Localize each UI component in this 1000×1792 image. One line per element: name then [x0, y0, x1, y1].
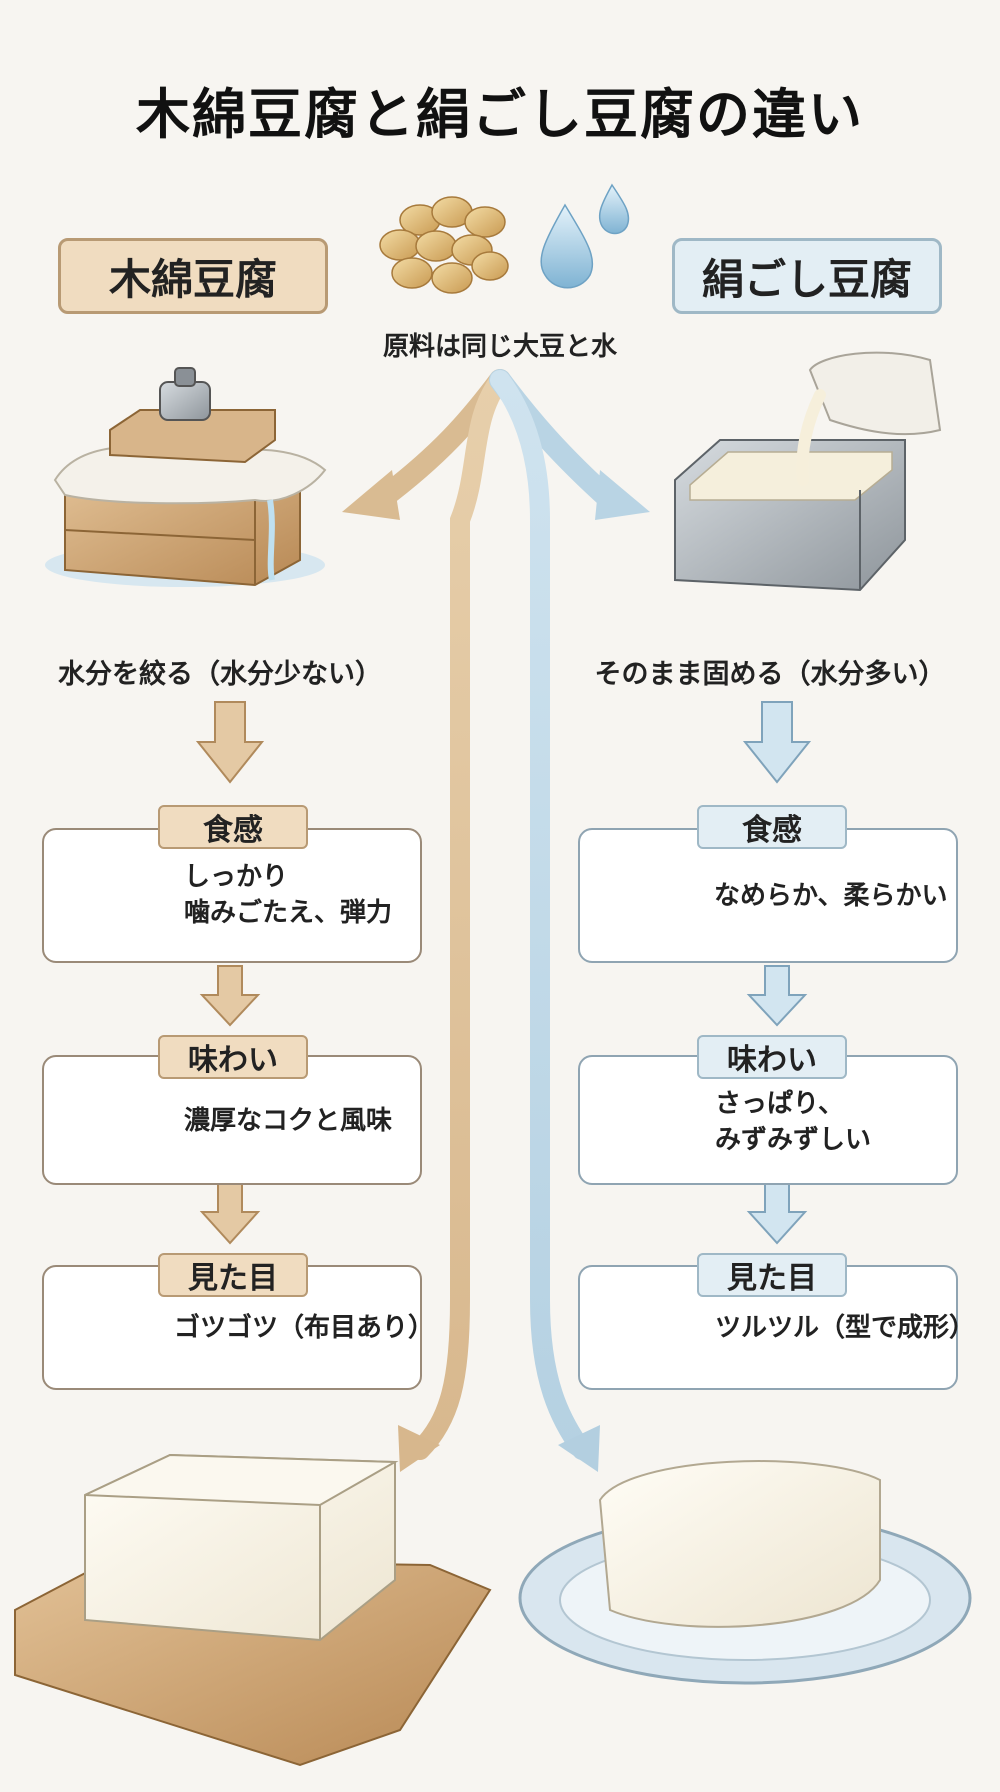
- flow-arrow-right: [489, 369, 650, 1472]
- kinu-flavor-line-1: さっぱり、: [715, 1089, 844, 1119]
- momen-flavor-line-1: 濃厚なコクと風味: [184, 1106, 393, 1136]
- momen-flavor-tag: 味わい: [158, 1035, 308, 1079]
- momen-texture-tag: 食感: [158, 805, 308, 849]
- kinu-tofu-image: [518, 1460, 972, 1685]
- tofu-mold-icon: [674, 351, 942, 592]
- page-title: 木綿豆腐と絹ごし豆腐の違い: [136, 83, 864, 146]
- momen-process-label: 水分を絞る（水分少ない）: [58, 659, 382, 690]
- kinu-process-label: そのまま固める（水分多い）: [594, 659, 946, 690]
- momen-texture-card: しっかり 噛みごたえ、弾力: [42, 828, 422, 963]
- common-ingredient-label: 原料は同じ大豆と水: [382, 332, 617, 362]
- down-arrows-right: [742, 701, 812, 1245]
- kinu-texture-card: なめらか、柔らかい: [578, 828, 958, 963]
- momen-look-line-1: ゴツゴツ（布目あり）: [174, 1313, 435, 1343]
- momen-texture-line-2: 噛みごたえ、弾力: [184, 898, 393, 928]
- momen-texture-line-1: しっかり: [184, 862, 289, 892]
- kinu-texture-tag: 食感: [697, 805, 847, 849]
- kinu-flavor-line-2: みずみずしい: [715, 1125, 872, 1155]
- down-arrows-left: [195, 701, 265, 1245]
- kinu-flavor-tag: 味わい: [697, 1035, 847, 1079]
- momen-tofu-heading: 木綿豆腐: [58, 238, 328, 314]
- kinu-tofu-heading: 絹ごし豆腐: [672, 238, 942, 314]
- momen-look-tag: 見た目: [158, 1253, 308, 1297]
- water-drop-icon: [540, 183, 630, 289]
- flow-arrow-left: [342, 369, 511, 1472]
- momen-tofu-image: [14, 1453, 492, 1767]
- kinu-look-line-1: ツルツル（型で成形）: [715, 1313, 976, 1343]
- soybean-icon: [379, 196, 509, 294]
- kinu-texture-line-1: なめらか、柔らかい: [714, 881, 948, 911]
- kinu-look-tag: 見た目: [697, 1253, 847, 1297]
- kinu-flavor-card: さっぱり、 みずみずしい: [578, 1055, 958, 1185]
- tofu-press-icon: [45, 367, 327, 587]
